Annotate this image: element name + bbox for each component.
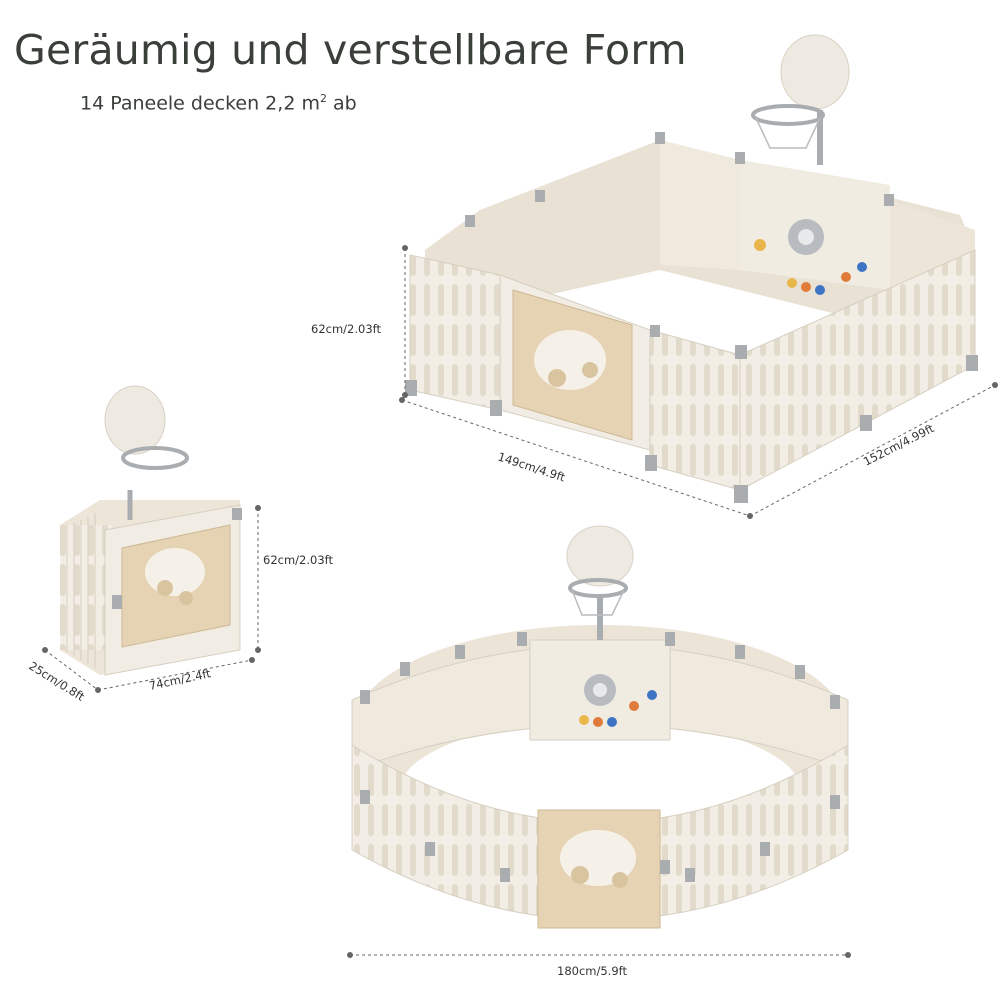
subtitle-superscript: 2 [319, 92, 327, 105]
square-front-length-label: 149cm/4.9ft [496, 450, 567, 485]
square-playpen [399, 34, 998, 519]
basketball-hoop-icon [751, 104, 825, 126]
basketball-backboard-icon [780, 34, 850, 110]
round-playpen [347, 525, 851, 958]
folded-hoop-icon [121, 446, 189, 470]
round-backboard-icon [566, 525, 634, 587]
square-side-length-label: 152cm/4.99ft [861, 421, 937, 469]
subtitle-tail: ab [326, 92, 357, 115]
folded-playpen [42, 385, 261, 693]
folded-width-label: 74cm/2.4ft [148, 666, 213, 693]
folded-depth-label: 25cm/0.8ft [26, 659, 87, 704]
round-diameter-label: 180cm/5.9ft [557, 964, 627, 978]
folded-height-label: 62cm/2.03ft [263, 553, 333, 567]
subtitle-text: 14 Paneele decken 2,2 m [80, 92, 320, 115]
page-subtitle: 14 Paneele decken 2,2 m2 ab [80, 92, 357, 114]
folded-backboard-icon [104, 385, 166, 455]
car-emblem-icon [534, 330, 606, 390]
folded-car-emblem-icon [145, 548, 205, 596]
square-height-label: 62cm/2.03ft [311, 322, 381, 336]
round-hoop-icon [568, 578, 628, 598]
page-title: Geräumig und verstellbare Form [14, 26, 687, 74]
